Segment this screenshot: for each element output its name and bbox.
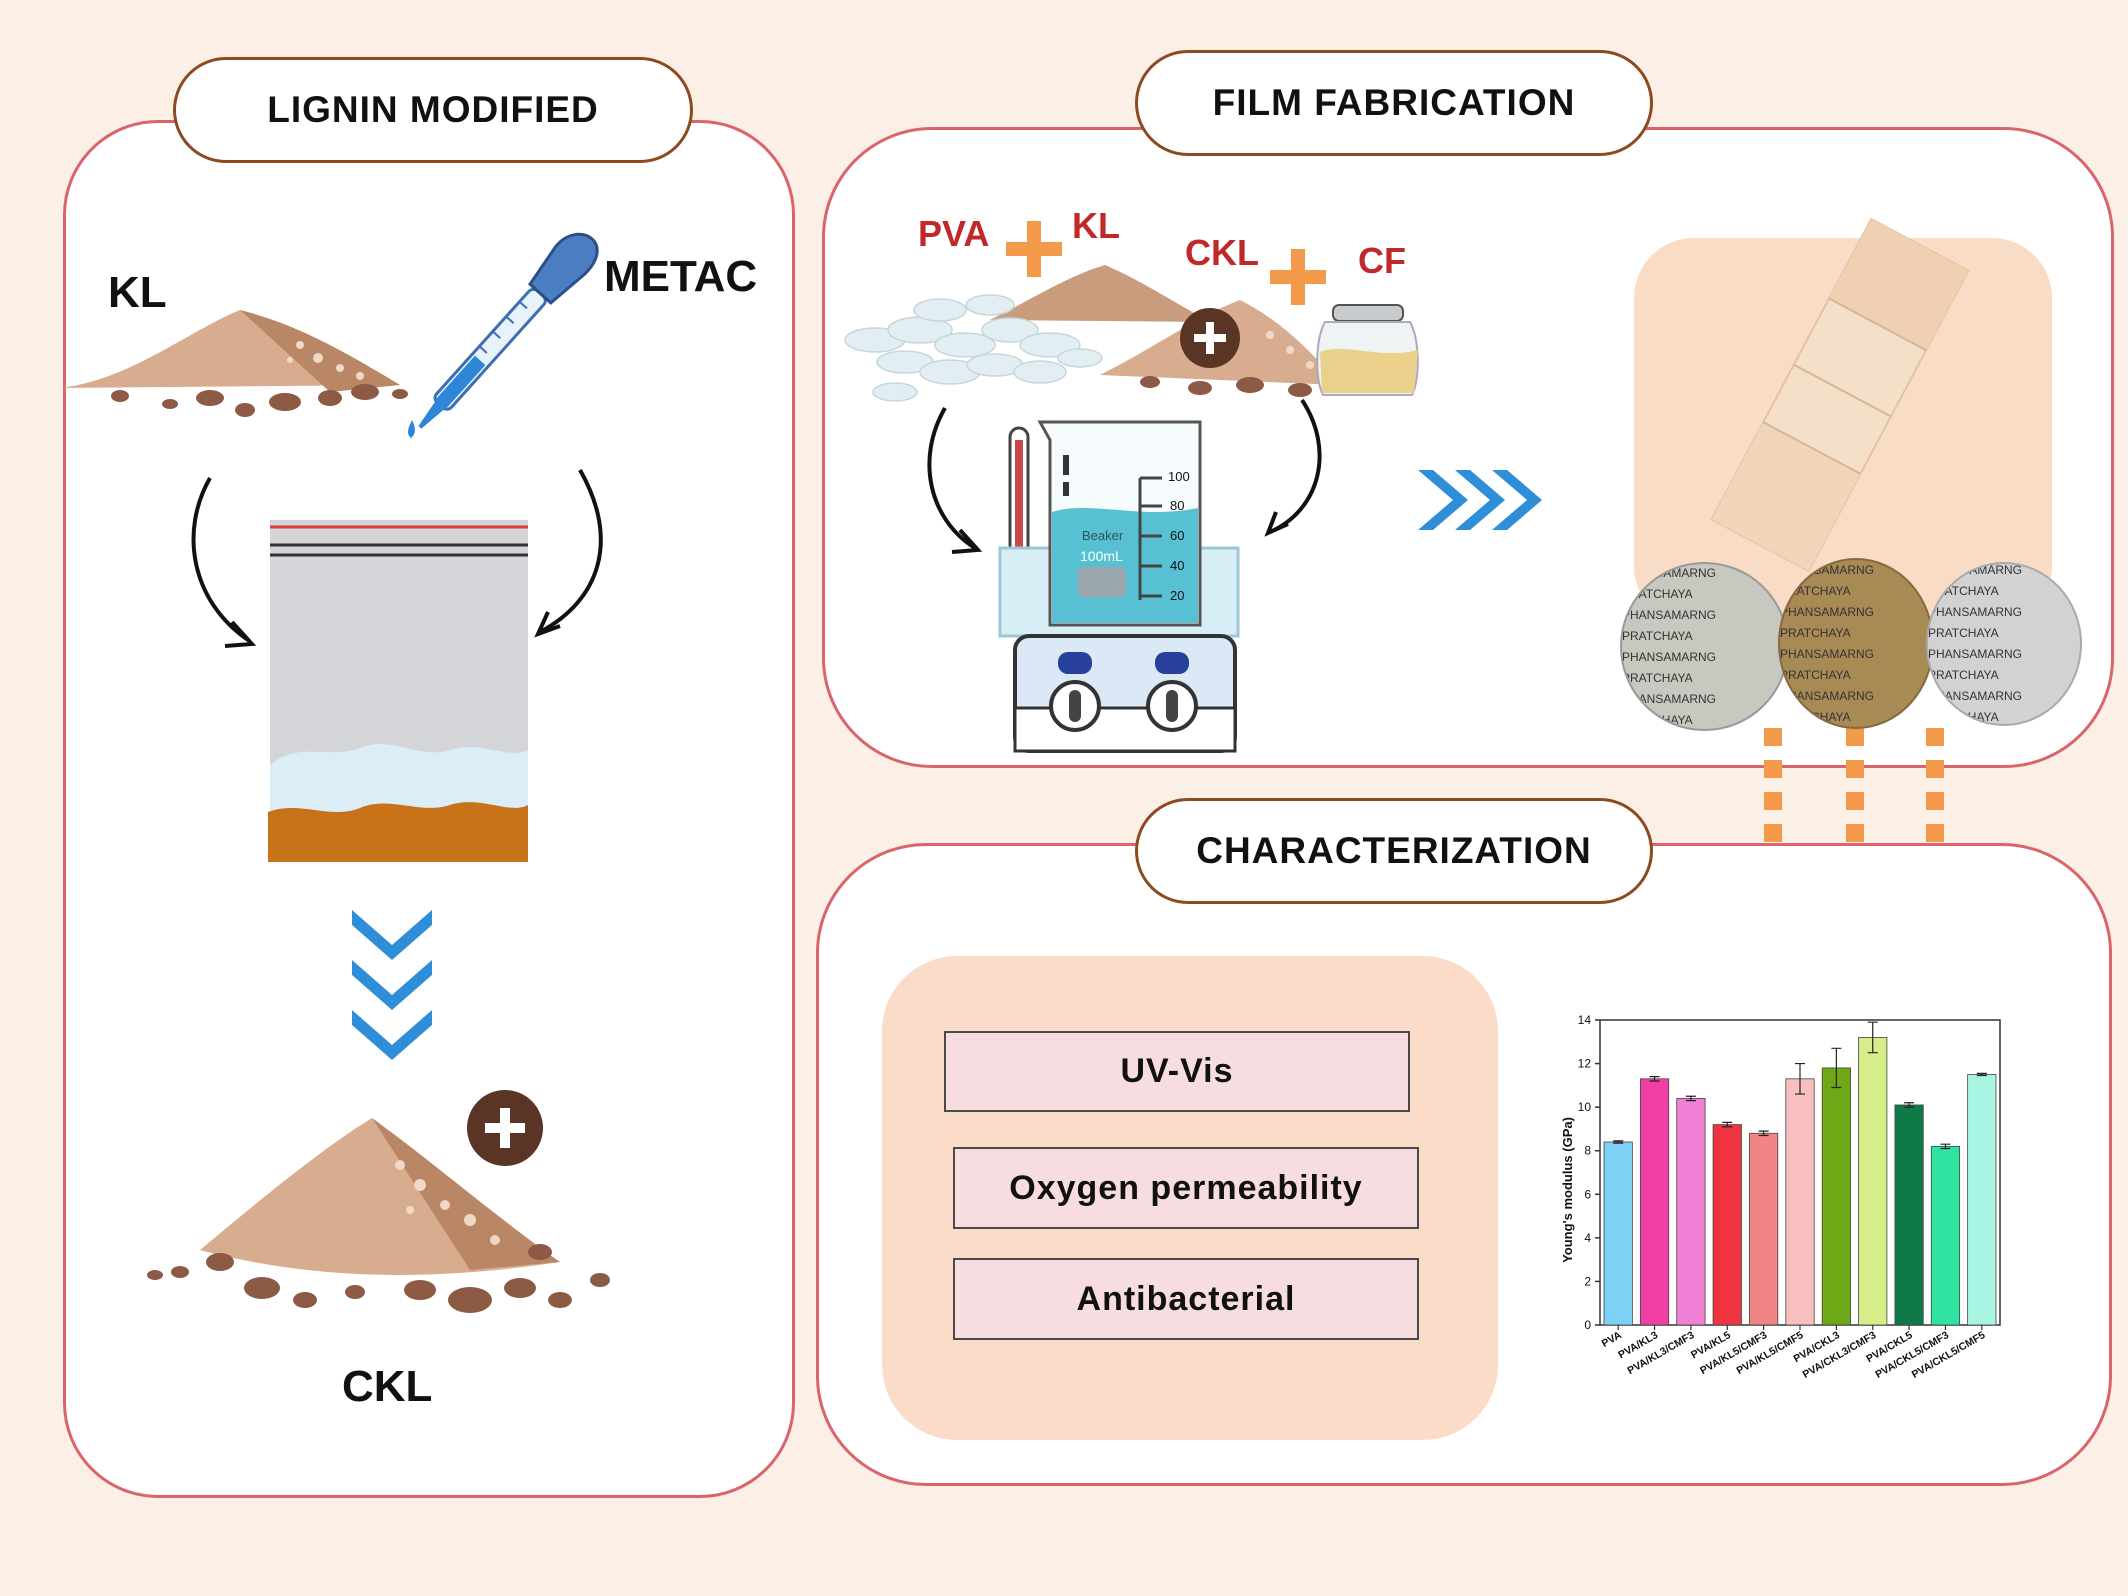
beaker-scale-60: 60 <box>1170 528 1185 543</box>
beaker <box>1037 420 1202 627</box>
kl-pile-film <box>990 265 1210 322</box>
watermark-text: PRATCHAYA PHANSAMARNG <box>1780 667 1875 703</box>
film-sample-disc-kl: PRATCHAYA PHANSAMARNG PRATCHAYA PHANSAMA… <box>1778 558 1934 729</box>
ckl-label-film: CKL <box>1185 232 1259 273</box>
error-bar <box>1976 1072 1987 1077</box>
orange-dashed-arrows <box>1764 728 1944 860</box>
y-tick-label: 2 <box>1584 1274 1591 1288</box>
film-sample-disc-pva: PRATCHAYA PHANSAMARNG PRATCHAYA PHANSAMA… <box>1620 562 1789 731</box>
kl-label: KL <box>108 268 167 317</box>
bar-pva-ckl5-cmf3 <box>1930 1145 1961 1326</box>
reaction-bag <box>268 520 528 862</box>
beaker-scale-20: 20 <box>1170 588 1185 603</box>
film-strip <box>1710 217 1970 573</box>
beaker-scale-100: 100 <box>1168 469 1190 484</box>
cf-label: CF <box>1358 240 1406 281</box>
characterization-title: CHARACTERIZATION <box>1135 798 1653 904</box>
pva-pellets <box>844 294 1103 402</box>
error-bar <box>1867 1021 1878 1054</box>
y-tick-label: 8 <box>1584 1144 1591 1158</box>
film-sample-disc-ckl: PRATCHAYA PHANSAMARNG PRATCHAYA PHANSAMA… <box>1926 562 2082 726</box>
mixing-arrows <box>191 469 603 642</box>
error-bar <box>1722 1121 1733 1128</box>
error-bar <box>1940 1143 1951 1150</box>
error-bar <box>1795 1062 1805 1095</box>
uv-vis-box: UV-Vis <box>944 1031 1410 1112</box>
error-bar <box>1685 1095 1696 1102</box>
error-bar <box>1831 1047 1842 1089</box>
y-tick-label: 0 <box>1584 1318 1591 1332</box>
bar-pva-ckl3 <box>1821 1067 1851 1326</box>
bar-pva-kl5-cmf5 <box>1785 1078 1815 1326</box>
plus-orange-icons <box>1006 221 1326 305</box>
error-bar <box>1758 1130 1769 1137</box>
magnetic-stirrer <box>1013 634 1237 753</box>
error-bar <box>1649 1076 1660 1082</box>
bar-pva <box>1603 1141 1633 1326</box>
right-chevrons <box>1418 470 1542 530</box>
watermark-text: PRATCHAYA PHANSAMARNG <box>1622 670 1717 706</box>
y-tick-label: 4 <box>1584 1231 1591 1245</box>
watermark-text: PRATCHAYA PHANSAMARNG <box>1928 626 2023 661</box>
watermark-text: PRATCHAYA PHANSAMARNG <box>1928 668 2023 703</box>
film-fabrication-title: FILM FABRICATION <box>1135 50 1653 156</box>
beaker-scale-80: 80 <box>1170 498 1185 513</box>
metac-label: METAC <box>604 252 758 301</box>
error-bar <box>1904 1102 1915 1108</box>
bar-pva-ckl5-cmf5 <box>1967 1074 1997 1326</box>
ckl-plus-icon <box>467 1090 543 1166</box>
watermark-text: PRATCHAYA PHANSAMARNG <box>1780 625 1875 661</box>
ckl-pile-film <box>1100 300 1340 397</box>
bar-pva-kl3-cmf3 <box>1676 1098 1706 1326</box>
cf-jar <box>1316 304 1419 396</box>
y-tick-label: 14 <box>1578 1013 1592 1027</box>
x-tick-label: PVA <box>1600 1329 1624 1350</box>
y-tick-label: 10 <box>1578 1100 1592 1114</box>
watermark-text: PRATCHAYA PHANSAMARNG <box>1780 583 1875 619</box>
watermark-text: PRATCHAYA PHANSAMARNG <box>1622 628 1717 664</box>
lignin-modified-title: LIGNIN MODIFIED <box>173 57 693 163</box>
pva-label: PVA <box>918 213 990 254</box>
watermark-text: PRATCHAYA PHANSAMARNG <box>1928 584 2023 619</box>
film-mixing-arrows <box>927 398 1322 550</box>
bar-pva-ckl5 <box>1894 1104 1924 1326</box>
beaker-scale-40: 40 <box>1170 558 1185 573</box>
error-bar <box>1613 1140 1624 1144</box>
watermark-text: PRATCHAYA PHANSAMARNG <box>1622 586 1717 622</box>
antibacterial-box: Antibacterial <box>953 1258 1419 1340</box>
youngs-modulus-chart: Young's modulus (GPa) 02468101214PVAPVA/… <box>1560 1013 2001 1381</box>
beaker-volume: 100mL <box>1080 548 1123 564</box>
bar-pva-kl5 <box>1712 1124 1742 1326</box>
bar-pva-ckl3-cmf3 <box>1858 1037 1888 1326</box>
ckl-powder-pile <box>147 1118 610 1313</box>
down-chevrons <box>352 910 432 1060</box>
oxygen-permeability-box: Oxygen permeability <box>953 1147 1419 1229</box>
bar-pva-kl3 <box>1639 1078 1670 1326</box>
y-axis-label: Young's modulus (GPa) <box>1560 1117 1575 1263</box>
y-tick-label: 6 <box>1584 1187 1591 1201</box>
metac-pipette <box>408 232 599 438</box>
beaker-label: Beaker <box>1082 528 1124 543</box>
y-tick-label: 12 <box>1578 1057 1592 1071</box>
ckl-label: CKL <box>342 1362 433 1411</box>
kl-powder-pile <box>60 310 408 417</box>
bar-pva-kl5-cmf3 <box>1749 1132 1779 1326</box>
kl-label-film: KL <box>1072 205 1120 246</box>
